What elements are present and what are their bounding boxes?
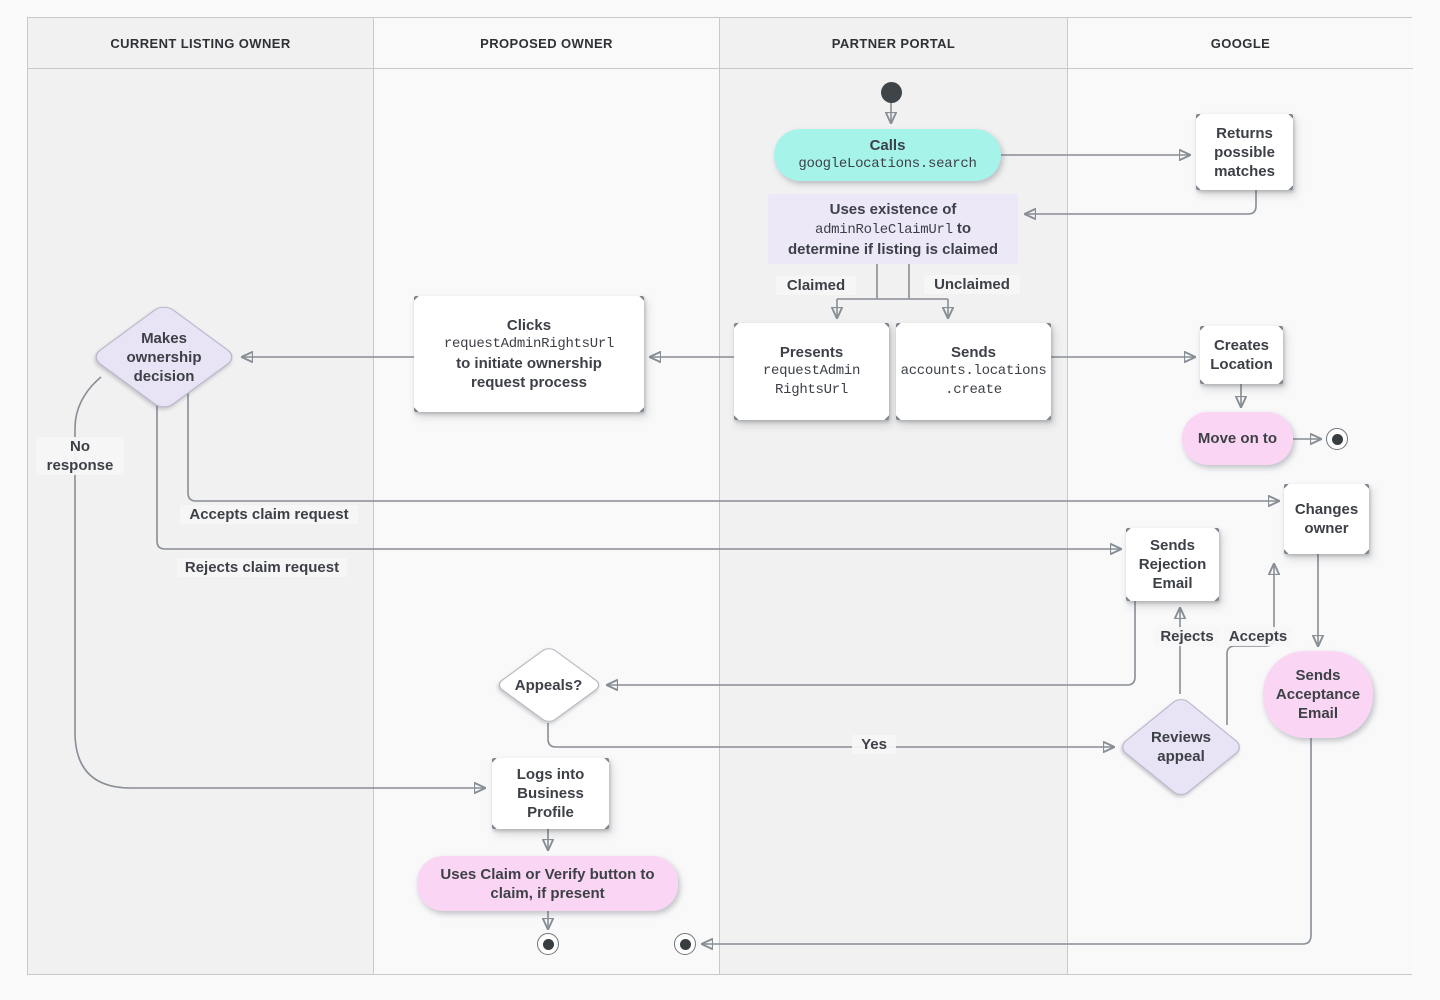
edge-label-claimed: Claimed	[776, 276, 856, 295]
node-label: Logs into Business Profile	[516, 766, 585, 821]
node-label: Returns possible matches	[1214, 124, 1275, 180]
edge-rejection-to-appeals	[608, 601, 1136, 685]
lane-title: PARTNER PORTAL	[831, 35, 956, 51]
node-label: Uses Claim or Verify button to claim, if…	[440, 865, 655, 902]
edge-label-unclaimed: Unclaimed	[924, 275, 1020, 294]
lane-header-current-listing-owner: CURRENT LISTING OWNER	[28, 18, 374, 69]
node-title: Clicks	[506, 317, 552, 334]
start-node	[881, 82, 902, 103]
edge-label-no-response: No response	[36, 437, 124, 475]
note-code: adminRoleClaimUrl	[814, 221, 953, 238]
node-sends-accounts-locations-create: Sends accounts.locations .create	[896, 323, 1051, 420]
node-label: Makes ownership decision	[126, 329, 202, 385]
edge-label-yes: Yes	[852, 735, 896, 754]
note-suffix: to	[952, 219, 972, 237]
end-node-dot	[1331, 433, 1343, 445]
diagram-frame: CURRENT LISTING OWNER PROPOSED OWNER PAR…	[27, 17, 1413, 976]
node-makes-ownership-decision: Makes ownership decision	[89, 302, 239, 412]
edge-rejects-claim-to-rejection-email	[156, 402, 1120, 549]
node-sends-rejection-email: Sends Rejection Email	[1126, 528, 1219, 601]
node-label: Move on to	[1197, 430, 1278, 447]
node-title: Presents	[779, 344, 844, 361]
edge-accepts-claim-to-changes-owner	[187, 392, 1278, 501]
node-clicks-requestadminrightsurl: Clicks requestAdminRightsUrl to initiate…	[414, 296, 644, 412]
node-reviews-appeal: Reviews appeal	[1117, 695, 1245, 799]
lane-title: CURRENT LISTING OWNER	[110, 35, 291, 51]
flow-edges	[74, 103, 1413, 976]
end-node-dot	[679, 938, 691, 950]
edge-acceptance-to-end	[703, 738, 1312, 944]
edge-no-response-to-logs-in	[74, 376, 484, 788]
node-label: Changes owner	[1294, 501, 1359, 537]
node-creates-location: Creates Location	[1200, 326, 1283, 384]
note-line1: Uses existence of	[829, 200, 957, 218]
node-logs-into-business-profile: Logs into Business Profile	[492, 758, 609, 829]
lane-header-proposed-owner: PROPOSED OWNER	[374, 18, 720, 69]
node-label: Creates Location	[1210, 337, 1273, 373]
lane-current-listing-owner	[28, 18, 374, 974]
node-move-on-to: Move on to	[1182, 412, 1293, 465]
node-label: Sends Acceptance Email	[1275, 667, 1361, 722]
end-node-dot	[542, 938, 554, 950]
node-label: Reviews appeal	[1150, 729, 1212, 765]
node-calls-googlelocations-search: Calls googleLocations.search	[774, 129, 1001, 181]
edge-returns-to-note	[1026, 190, 1257, 214]
node-line: request process	[471, 374, 587, 391]
end-node-acceptance-flow	[674, 933, 696, 955]
node-label: Sends Rejection Email	[1138, 537, 1207, 592]
lane-title: PROPOSED OWNER	[480, 35, 613, 51]
lane-header-partner-portal: PARTNER PORTAL	[720, 18, 1068, 69]
node-title: Sends	[950, 344, 996, 361]
node-uses-claim-or-verify-button: Uses Claim or Verify button to claim, if…	[417, 856, 678, 911]
lane-header-google: GOOGLE	[1068, 18, 1413, 69]
edge-label-accepts: Accepts	[1224, 627, 1292, 646]
node-code: .create	[945, 382, 1002, 398]
node-code: accounts.locations	[900, 363, 1047, 379]
node-line: to initiate ownership	[456, 355, 602, 372]
node-code: googleLocations.search	[798, 156, 977, 172]
lane-title: GOOGLE	[1210, 35, 1271, 51]
end-node-create-flow	[1326, 428, 1348, 450]
end-node-claim-flow	[537, 933, 559, 955]
node-returns-possible-matches: Returns possible matches	[1196, 114, 1293, 190]
edge-label-accepts-claim-request: Accepts claim request	[180, 505, 358, 524]
edge-yes-to-reviews-appeal	[547, 723, 1113, 747]
node-appeals-decision: Appeals?	[494, 645, 603, 725]
node-label: Appeals?	[514, 676, 583, 694]
node-code: requestAdmin	[762, 363, 861, 379]
node-code: RightsUrl	[775, 382, 848, 398]
edge-label-rejects-claim-request: Rejects claim request	[177, 558, 347, 577]
node-uses-existence-note: Uses existence of adminRoleClaimUrl to d…	[768, 194, 1018, 264]
node-presents-requestadminrightsurl: Presents requestAdmin RightsUrl	[734, 323, 889, 420]
node-title: Calls	[869, 137, 906, 154]
node-sends-acceptance-email: Sends Acceptance Email	[1263, 651, 1373, 738]
node-changes-owner: Changes owner	[1284, 484, 1369, 554]
edge-label-rejects: Rejects	[1154, 627, 1220, 646]
note-line3: determine if listing is claimed	[787, 240, 999, 258]
node-code: requestAdminRightsUrl	[443, 336, 615, 352]
